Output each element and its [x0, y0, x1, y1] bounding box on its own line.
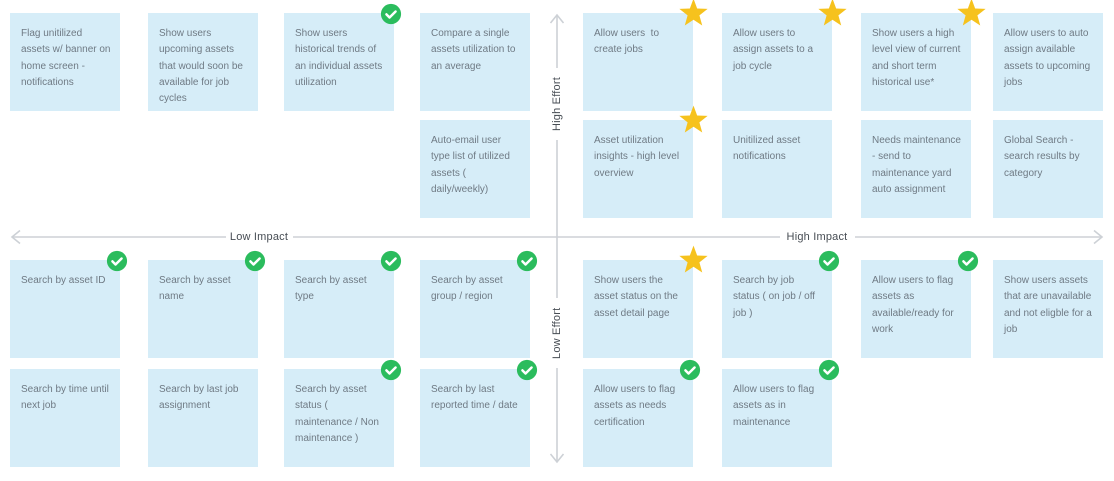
sticky-note[interactable]: Allow users to flag assets as available/… [861, 250, 979, 358]
sticky-note-text: Show users historical trends of an indiv… [295, 28, 386, 88]
check-icon[interactable] [957, 250, 979, 272]
sticky-note-text: Search by last job assignment [159, 384, 242, 412]
check-icon[interactable] [106, 250, 128, 272]
sticky-note-text: Needs maintenance - send to maintenance … [872, 135, 964, 195]
check-icon[interactable] [516, 250, 538, 272]
sticky-note-text: Unitilized asset notifications [733, 135, 804, 163]
sticky-note[interactable]: Show users upcoming assets that would so… [148, 13, 258, 111]
sticky-note-text: Search by asset ID [21, 275, 106, 286]
sticky-note-text: Global Search - search results by catego… [1004, 135, 1083, 179]
sticky-note[interactable]: Allow users to flag assets as needs cert… [583, 359, 701, 467]
star-icon[interactable] [956, 0, 987, 29]
sticky-note-text: Show users assets that are unavailable a… [1004, 275, 1095, 335]
sticky-note[interactable]: Show users the asset status on the asset… [583, 245, 708, 358]
sticky-note-text: Search by job status ( on job / off job … [733, 275, 818, 319]
sticky-note[interactable]: Needs maintenance - send to maintenance … [861, 120, 971, 218]
sticky-note[interactable]: Allow users to flag assets as in mainten… [722, 359, 840, 467]
sticky-note[interactable]: Allow users to create jobs [583, 0, 708, 111]
arrow-up-icon [549, 13, 565, 24]
sticky-note[interactable]: Allow users to auto assign available ass… [993, 13, 1103, 111]
sticky-note-text: Search by asset type [295, 275, 370, 303]
sticky-note[interactable]: Auto-email user type list of utilized as… [420, 120, 530, 218]
sticky-note-text: Allow users to flag assets as in mainten… [733, 384, 817, 428]
star-icon[interactable] [678, 245, 709, 276]
sticky-note[interactable]: Search by last job assignment [148, 369, 258, 467]
check-icon[interactable] [818, 359, 840, 381]
axis-label-high-impact: High Impact [786, 231, 848, 243]
star-icon[interactable] [817, 0, 848, 29]
sticky-note-text: Search by last reported time / date [431, 384, 518, 412]
sticky-note-text: Flag unitilized assets w/ banner on home… [21, 28, 114, 88]
sticky-note-text: Search by asset name [159, 275, 234, 303]
sticky-note[interactable]: Compare a single assets utilization to a… [420, 13, 530, 111]
sticky-note[interactable]: Search by job status ( on job / off job … [722, 250, 840, 358]
sticky-note-text: Show users a high level view of current … [872, 28, 964, 88]
sticky-note[interactable]: Search by time until next job [10, 369, 120, 467]
sticky-note-text: Search by asset group / region [431, 275, 506, 303]
sticky-note[interactable]: Asset utilization insights - high level … [583, 105, 708, 218]
sticky-note[interactable]: Unitilized asset notifications [722, 120, 832, 218]
sticky-note-text: Allow users to flag assets as available/… [872, 275, 957, 335]
sticky-note-text: Allow users to assign assets to a job cy… [733, 28, 816, 72]
arrow-right-icon [1093, 229, 1104, 245]
sticky-note[interactable]: Search by last reported time / date [420, 359, 538, 467]
sticky-note-text: Search by time until next job [21, 384, 112, 412]
sticky-note[interactable]: Show users assets that are unavailable a… [993, 260, 1103, 358]
sticky-note[interactable]: Search by asset status ( maintenance / N… [284, 359, 402, 467]
sticky-note[interactable]: Search by asset type [284, 250, 402, 358]
sticky-note-text: Allow users to flag assets as needs cert… [594, 384, 678, 428]
sticky-note-text: Show users the asset status on the asset… [594, 275, 681, 319]
sticky-note-text: Allow users to create jobs [594, 28, 662, 56]
check-icon[interactable] [818, 250, 840, 272]
axis-label-high-effort: High Effort [551, 77, 563, 131]
sticky-note[interactable]: Global Search - search results by catego… [993, 120, 1103, 218]
sticky-note[interactable]: Show users a high level view of current … [861, 0, 986, 111]
sticky-note-text: Asset utilization insights - high level … [594, 135, 682, 179]
check-icon[interactable] [380, 359, 402, 381]
sticky-note-text: Compare a single assets utilization to a… [431, 28, 519, 72]
sticky-note[interactable]: Flag unitilized assets w/ banner on home… [10, 13, 120, 111]
sticky-note[interactable]: Search by asset name [148, 250, 266, 358]
sticky-note[interactable]: Allow users to assign assets to a job cy… [722, 0, 847, 111]
star-icon[interactable] [678, 0, 709, 29]
sticky-note[interactable]: Show users historical trends of an indiv… [284, 3, 402, 111]
check-icon[interactable] [380, 3, 402, 25]
star-icon[interactable] [678, 105, 709, 136]
sticky-note[interactable]: Search by asset group / region [420, 250, 538, 358]
arrow-left-icon [10, 229, 21, 245]
axis-label-low-effort: Low Effort [551, 307, 563, 359]
check-icon[interactable] [679, 359, 701, 381]
sticky-note[interactable]: Search by asset ID [10, 250, 128, 358]
arrow-down-icon [549, 453, 565, 464]
check-icon[interactable] [244, 250, 266, 272]
check-icon[interactable] [516, 359, 538, 381]
sticky-note-text: Show users upcoming assets that would so… [159, 28, 246, 105]
axis-label-low-impact: Low Impact [229, 231, 289, 243]
sticky-note-text: Allow users to auto assign available ass… [1004, 28, 1093, 88]
sticky-note-text: Search by asset status ( maintenance / N… [295, 384, 382, 444]
check-icon[interactable] [380, 250, 402, 272]
sticky-note-text: Auto-email user type list of utilized as… [431, 135, 513, 195]
